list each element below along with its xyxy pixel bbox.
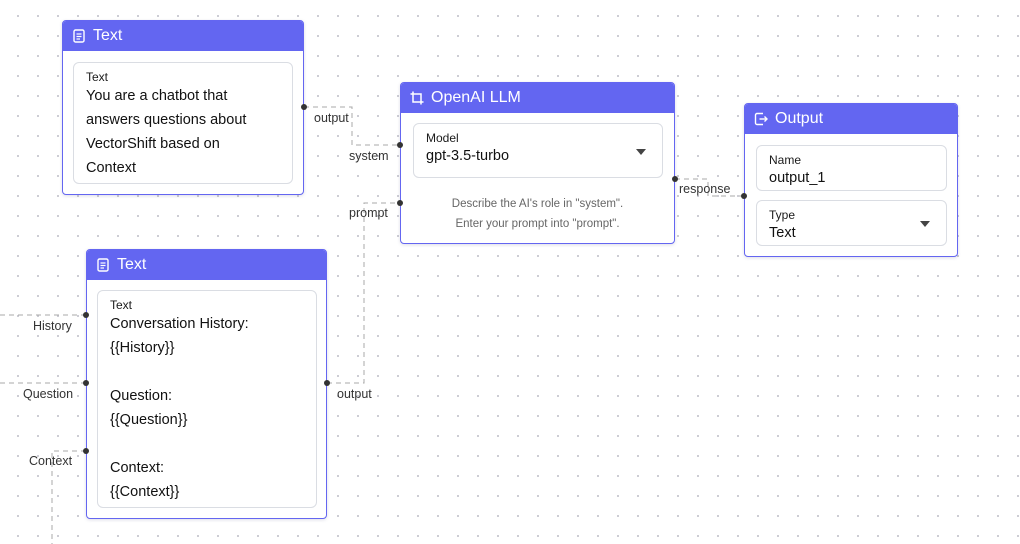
text-node-1-output-handle[interactable] (301, 104, 307, 110)
openai-llm-header[interactable]: OpenAI LLM (401, 83, 674, 113)
text-node-2-output-label: output (337, 387, 372, 401)
output-name-label: Name (769, 153, 802, 167)
text-node-2-text-field[interactable]: Text Conversation History: {{History}} Q… (97, 290, 317, 508)
text-node-2-question-handle[interactable] (83, 380, 89, 386)
text-node-1-header[interactable]: Text (63, 21, 303, 51)
llm-description-line-1: Describe the AI's role in "system". (451, 198, 624, 210)
text-node-1[interactable]: Text Text You are a chatbot that answers… (62, 20, 304, 195)
output-node-title: Output (775, 110, 824, 127)
text-node-1-text-field[interactable]: Text You are a chatbot that answers ques… (73, 62, 293, 184)
llm-response-label: response (679, 182, 731, 196)
text-node-2[interactable]: Text Text Conversation History: {{Histor… (86, 249, 327, 519)
text-node-2-history-handle[interactable] (83, 312, 89, 318)
context-input-label: Context (29, 454, 73, 468)
chevron-down-icon[interactable] (920, 221, 930, 227)
output-type-label: Type (769, 208, 796, 222)
text-node-1-output-label: output (314, 111, 349, 125)
question-input-label: Question (23, 387, 74, 401)
text-node-2-header[interactable]: Text (87, 250, 326, 280)
model-value: gpt-3.5-turbo (426, 148, 510, 164)
output-type-select[interactable]: Type Text (756, 200, 947, 246)
text-node-2-field-label: Text (110, 298, 133, 312)
model-label: Model (426, 131, 459, 145)
llm-system-handle[interactable] (397, 142, 403, 148)
llm-prompt-handle[interactable] (397, 200, 403, 206)
text-node-1-field-label: Text (86, 70, 109, 84)
crop-icon (409, 90, 425, 106)
output-node-header[interactable]: Output (745, 104, 957, 134)
llm-description-line-2: Enter your prompt into "prompt". (455, 218, 620, 230)
text-node-2-output-handle[interactable] (324, 380, 330, 386)
history-input-label: History (33, 319, 72, 333)
export-icon (753, 111, 769, 127)
llm-system-label: system (349, 149, 389, 163)
chevron-down-icon[interactable] (636, 148, 646, 155)
llm-prompt-label: prompt (349, 206, 388, 220)
text-node-1-text-input[interactable]: You are a chatbot that answers questions… (86, 88, 247, 176)
document-icon (95, 257, 111, 273)
text-node-2-context-handle[interactable] (83, 448, 89, 454)
text-node-2-text-input[interactable]: Conversation History: {{History}} Questi… (110, 316, 249, 500)
openai-llm-node[interactable]: OpenAI LLM Model gpt-3.5-turbo Describe … (400, 82, 675, 244)
output-type-value: Text (769, 225, 796, 241)
output-name-field[interactable]: Name output_1 (756, 145, 947, 191)
output-input-handle[interactable] (741, 193, 747, 199)
output-node[interactable]: Output Name output_1 Type Text (744, 103, 958, 257)
openai-llm-title: OpenAI LLM (431, 89, 521, 106)
text-node-2-title: Text (117, 256, 147, 273)
llm-response-handle[interactable] (672, 176, 678, 182)
text-node-1-title: Text (93, 27, 123, 44)
model-select[interactable]: Model gpt-3.5-turbo (413, 123, 663, 178)
edge-text2-to-llm-prompt (327, 202, 400, 384)
llm-description: Describe the AI's role in "system". Ente… (401, 194, 674, 234)
document-icon (71, 28, 87, 44)
output-name-input[interactable]: output_1 (769, 170, 826, 186)
